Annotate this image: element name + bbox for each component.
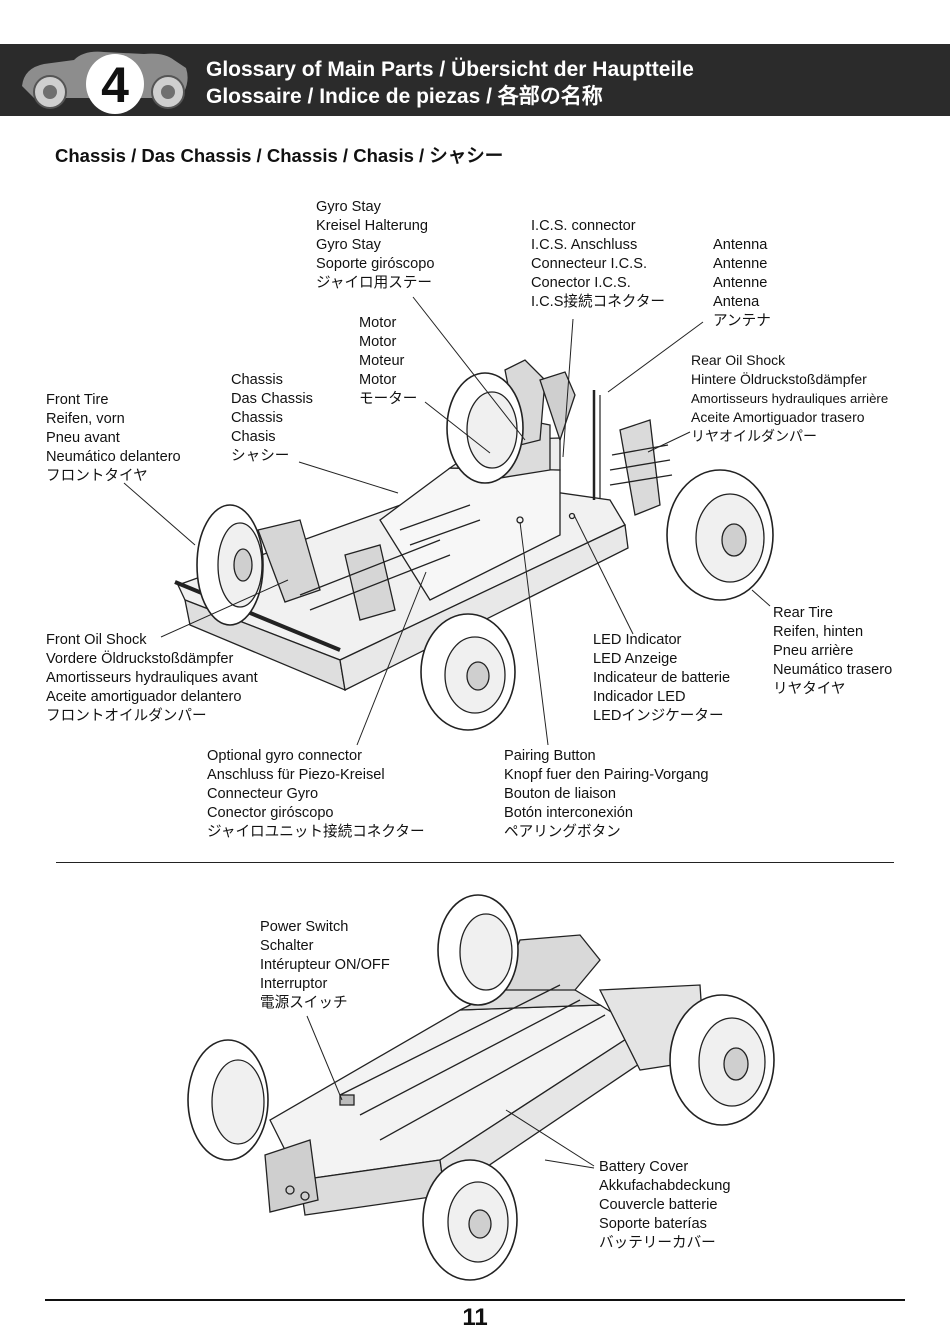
bottom-front-left-wheel	[187, 1039, 269, 1161]
rear-left-wheel	[446, 372, 524, 484]
rear-right-wheel	[666, 469, 774, 601]
car-silhouette-icon: 4	[22, 51, 188, 114]
front-left-wheel	[196, 504, 264, 626]
title-line-2: Glossaire / Indice de piezas / 各部の名称	[206, 85, 603, 108]
bottom-rear-right-wheel	[669, 994, 775, 1126]
step-number-badge	[86, 54, 144, 114]
front-right-wheel	[420, 613, 516, 731]
chassis-illustration-bottom	[264, 934, 706, 1216]
section-divider	[56, 862, 894, 863]
bottom-rear-left-wheel	[437, 894, 519, 1006]
page-number: 11	[462, 1304, 488, 1331]
leader-lines-bottom	[306, 1015, 595, 1169]
wheel-icon	[151, 75, 185, 109]
bottom-front-right-wheel	[422, 1159, 518, 1281]
section-title: Chassis / Das Chassis / Chassis / Chasis…	[55, 145, 504, 166]
wheel-icon	[33, 75, 67, 109]
leader-lines-top	[123, 296, 771, 746]
step-number: 4	[101, 57, 129, 113]
title-line-1: Glossary of Main Parts / Übersicht der H…	[206, 58, 694, 81]
page-title: Glossary of Main Parts / Übersicht der H…	[206, 56, 694, 110]
footer-rule	[45, 1299, 905, 1301]
